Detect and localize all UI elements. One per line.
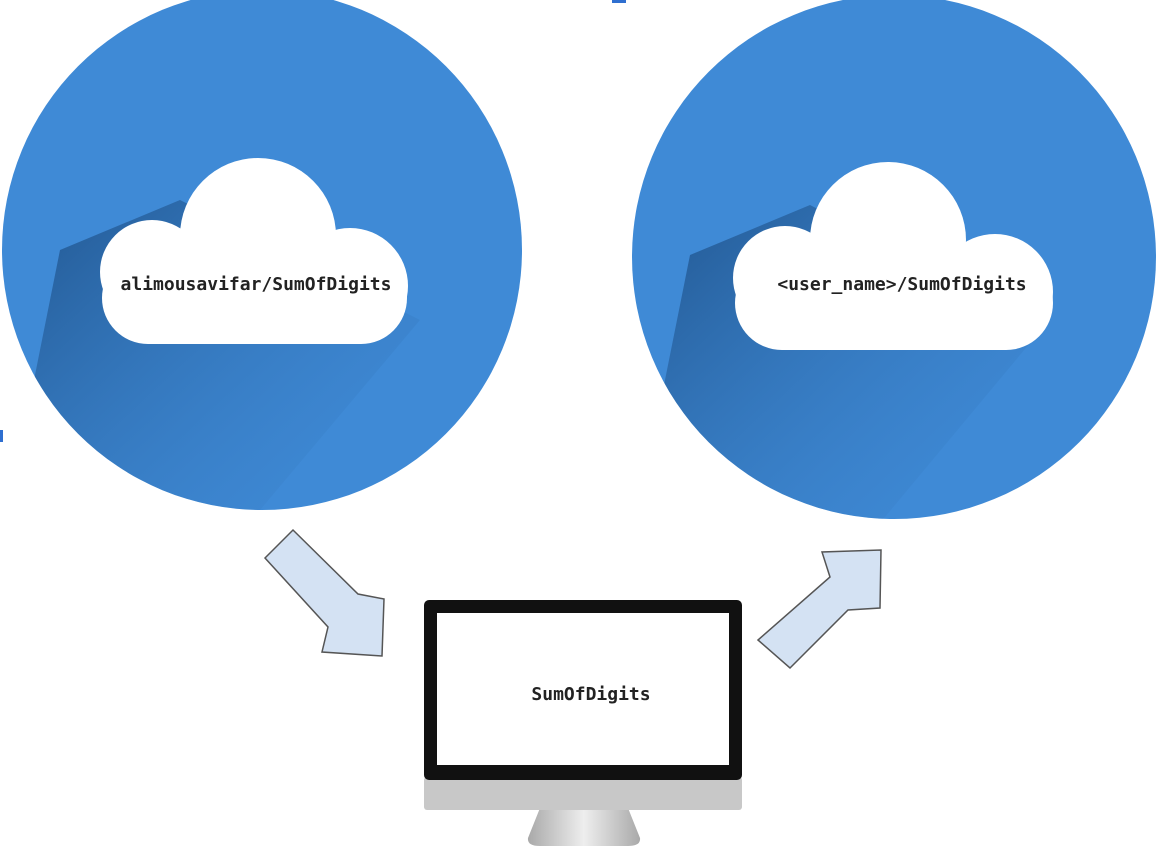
cloud-icon [733, 162, 1053, 350]
arrow-down-right-icon [263, 528, 385, 657]
monitor-chin [424, 777, 742, 810]
fork-repo-node: <user_name>/SumOfDigits [632, 0, 1156, 519]
monitor-stand [527, 808, 641, 846]
arrow-up-right-icon [756, 549, 882, 670]
cloud-icon [100, 158, 408, 344]
monitor-screen [437, 613, 729, 765]
fork-repo-label: <user_name>/SumOfDigits [777, 274, 1026, 295]
edge-mark [0, 430, 3, 442]
local-repo-label: SumOfDigits [531, 684, 650, 705]
source-repo-label: alimousavifar/SumOfDigits [121, 274, 392, 295]
edge-mark [612, 0, 626, 3]
source-repo-node: alimousavifar/SumOfDigits [2, 0, 522, 510]
monitor-icon: SumOfDigits [424, 600, 742, 846]
